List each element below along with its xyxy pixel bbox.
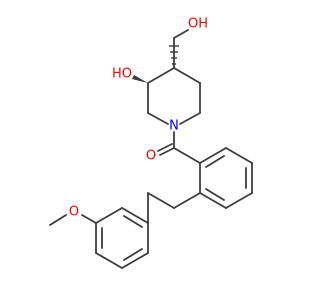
- bond-n-c2: [147, 112, 169, 125]
- ringA-1-2: [199, 147, 227, 164]
- hashed-wedge-c4: [169, 45, 179, 65]
- atom-labels: OH HO N O O: [69, 17, 208, 220]
- bond-aryl-ome: [81, 214, 97, 224]
- atom-label-ring-hydroxyl: HO: [112, 67, 132, 82]
- atom-label-hydroxymethyl-oh: OH: [188, 17, 208, 32]
- ringB-5-6: [121, 252, 149, 269]
- atom-label-methoxy-o: O: [69, 205, 79, 220]
- bond-c6-n: [179, 112, 201, 125]
- atom-label-carbonyl-o: O: [146, 149, 156, 164]
- structure-svg: OH HO N O O: [49, 17, 253, 269]
- bond-carbonyl-o-2: [157, 143, 173, 152]
- bond-ch2-oh: [173, 29, 189, 39]
- bond-c3-c4: [147, 67, 175, 84]
- ringA-2-3: [225, 147, 253, 164]
- bonds: [49, 29, 253, 269]
- wedge-c3-oh: [132, 75, 148, 83]
- atom-label-piperidine-n: N: [169, 119, 179, 134]
- molecule-diagram: OH HO N O O: [49, 16, 253, 269]
- bond-carbonyl-o-1: [159, 147, 175, 156]
- bond-aryl-ch2a: [173, 192, 201, 209]
- ringB-dbl-a: [123, 215, 143, 228]
- ringB-4-5: [95, 252, 123, 269]
- bond-ch2a-ch2b: [147, 192, 175, 209]
- bond-carbonyl-aryl: [173, 147, 201, 164]
- ringB-dbl-c: [123, 248, 143, 261]
- ringA-dbl-c: [205, 188, 225, 201]
- bond-o-ch3: [49, 214, 67, 226]
- ringB-2-3: [95, 207, 123, 224]
- ringA-5-6: [199, 192, 227, 209]
- ringA-dbl-a: [205, 155, 225, 168]
- ringA-4-5: [225, 192, 253, 209]
- ringB-1-2: [121, 207, 149, 224]
- bond-c4-c5: [173, 67, 201, 84]
